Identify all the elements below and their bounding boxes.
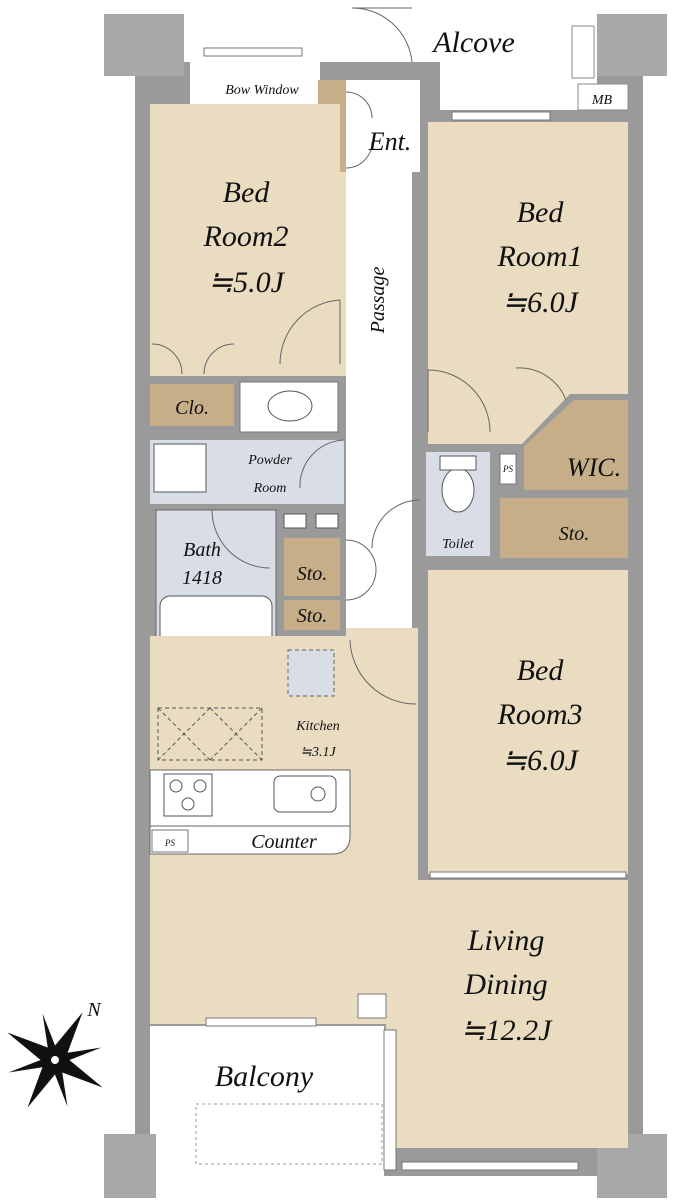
bedroom3-floor bbox=[428, 570, 628, 874]
powder-line2: Room bbox=[253, 481, 287, 496]
alcove-right bbox=[440, 16, 597, 110]
toilet-tank bbox=[439, 455, 477, 471]
living-area: ≒12.2J bbox=[461, 1014, 554, 1047]
bedroom2-area: ≒5.0J bbox=[208, 266, 286, 299]
kitchen-sink bbox=[273, 775, 337, 813]
entrance-storage-door-swing bbox=[345, 91, 373, 169]
cabinet-cross-4 bbox=[209, 707, 263, 761]
bedroom3-area: ≒6.0J bbox=[502, 744, 580, 777]
storage-b-floor bbox=[284, 600, 340, 630]
bedroom3-line1: Bed bbox=[517, 654, 565, 687]
bedroom1-door-swing bbox=[427, 369, 491, 433]
ps-upper-label: PS bbox=[502, 464, 513, 474]
entrance-door-swing bbox=[351, 7, 413, 63]
bedroom2-line1: Bed bbox=[223, 176, 271, 209]
storage-right-floor bbox=[500, 498, 628, 558]
living-box bbox=[357, 993, 387, 1019]
balcony-opening bbox=[195, 1103, 383, 1165]
washing-pan bbox=[153, 443, 207, 493]
sink-drain bbox=[310, 786, 326, 802]
bow-window-label: Bow Window bbox=[225, 83, 299, 98]
bath-line1: Bath bbox=[183, 539, 221, 561]
powder-door-swing bbox=[299, 439, 345, 489]
living-line2: Dining bbox=[463, 968, 547, 1001]
burner-1 bbox=[169, 779, 183, 793]
small-box-2 bbox=[315, 513, 339, 529]
compass-north-label: N bbox=[86, 999, 102, 1021]
kitchen-line1: Kitchen bbox=[295, 719, 340, 734]
window-bedroom3 bbox=[429, 871, 627, 879]
bow-window-area bbox=[190, 62, 320, 104]
closet-label: Clo. bbox=[175, 397, 209, 419]
compass-rose bbox=[7, 1012, 103, 1108]
storage-b-label: Sto. bbox=[297, 605, 328, 627]
bedroom3-line2: Room3 bbox=[497, 698, 583, 731]
mb-label: MB bbox=[591, 93, 613, 108]
storage-a-label: Sto. bbox=[297, 563, 328, 585]
storage-right-label: Sto. bbox=[559, 523, 590, 545]
bedroom1-line2: Room1 bbox=[497, 240, 583, 273]
bedroom2-line2: Room2 bbox=[203, 220, 289, 253]
column-top-left bbox=[104, 14, 184, 76]
balcony-floor bbox=[150, 1026, 384, 1134]
entrance-floor bbox=[346, 80, 420, 172]
living-door-swing bbox=[349, 639, 417, 705]
ps-lower-label: PS bbox=[164, 838, 175, 848]
column-bottom-left bbox=[104, 1134, 156, 1198]
alcove-label: Alcove bbox=[431, 26, 515, 59]
bedroom1-line1: Bed bbox=[517, 196, 565, 229]
small-box-1 bbox=[283, 513, 307, 529]
cabinet-cross-2 bbox=[157, 707, 211, 761]
burner-2 bbox=[193, 779, 207, 793]
closet-door-swing bbox=[151, 343, 235, 375]
washbasin bbox=[267, 390, 313, 422]
ps-upper-box bbox=[499, 453, 517, 485]
bath-line2: 1418 bbox=[182, 567, 222, 589]
balcony-lower bbox=[156, 1134, 384, 1176]
bedroom1-area: ≒6.0J bbox=[502, 286, 580, 319]
balcony-label: Balcony bbox=[215, 1060, 314, 1093]
ps-lower-box bbox=[151, 829, 189, 853]
window-living-bottom bbox=[401, 1161, 579, 1171]
powder-line1: Powder bbox=[247, 453, 292, 468]
entrance-label: Ent. bbox=[368, 127, 412, 156]
wic-door-swing bbox=[515, 367, 567, 401]
window-mb bbox=[571, 25, 595, 79]
burner-3 bbox=[181, 797, 195, 811]
storage-a-floor bbox=[284, 538, 340, 596]
living-line1: Living bbox=[467, 924, 545, 957]
kitchen-area: ≒3.1J bbox=[300, 745, 336, 760]
closet-floor bbox=[150, 384, 234, 426]
toilet-door-swing bbox=[371, 499, 421, 549]
balcony-door bbox=[383, 1029, 397, 1171]
wic-floor bbox=[524, 400, 628, 490]
window-bedroom1 bbox=[451, 111, 551, 121]
wic-label: WIC. bbox=[567, 453, 621, 482]
fridge-space bbox=[287, 649, 335, 697]
toilet-label: Toilet bbox=[442, 537, 474, 552]
bedroom1-floor bbox=[428, 122, 628, 444]
bedroom2-notch bbox=[318, 172, 346, 376]
counter-label: Counter bbox=[251, 831, 317, 853]
toilet-bowl bbox=[441, 467, 475, 513]
bath-door-swing bbox=[211, 509, 271, 569]
bedroom2-door-swing bbox=[279, 299, 341, 365]
window-balcony bbox=[205, 1017, 317, 1027]
column-top-right bbox=[597, 14, 667, 76]
bedroom2-floor bbox=[150, 104, 340, 376]
window-alcove-left bbox=[203, 47, 303, 57]
passage-label: Passage bbox=[367, 267, 389, 335]
mb-box bbox=[577, 83, 629, 111]
storage-door-swing bbox=[345, 539, 377, 601]
